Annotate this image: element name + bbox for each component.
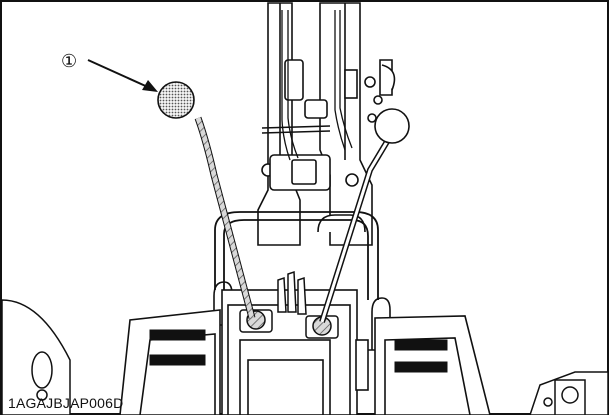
left-lever — [157, 81, 256, 319]
right-lever — [319, 108, 410, 323]
lever-knob-dotted — [157, 81, 195, 119]
boom-structure — [257, 2, 396, 246]
lever-knob-plain — [374, 108, 410, 144]
callout-label-1: ① — [61, 51, 77, 71]
hose-lines — [281, 10, 353, 161]
center-levers — [277, 270, 307, 315]
image-code: 1AGAJBJAP006D — [8, 395, 124, 411]
bottom-left-cylinder — [1, 299, 71, 415]
callout-arrow — [87, 59, 158, 92]
bottom-right-part — [529, 371, 609, 415]
side-panels — [149, 329, 448, 373]
